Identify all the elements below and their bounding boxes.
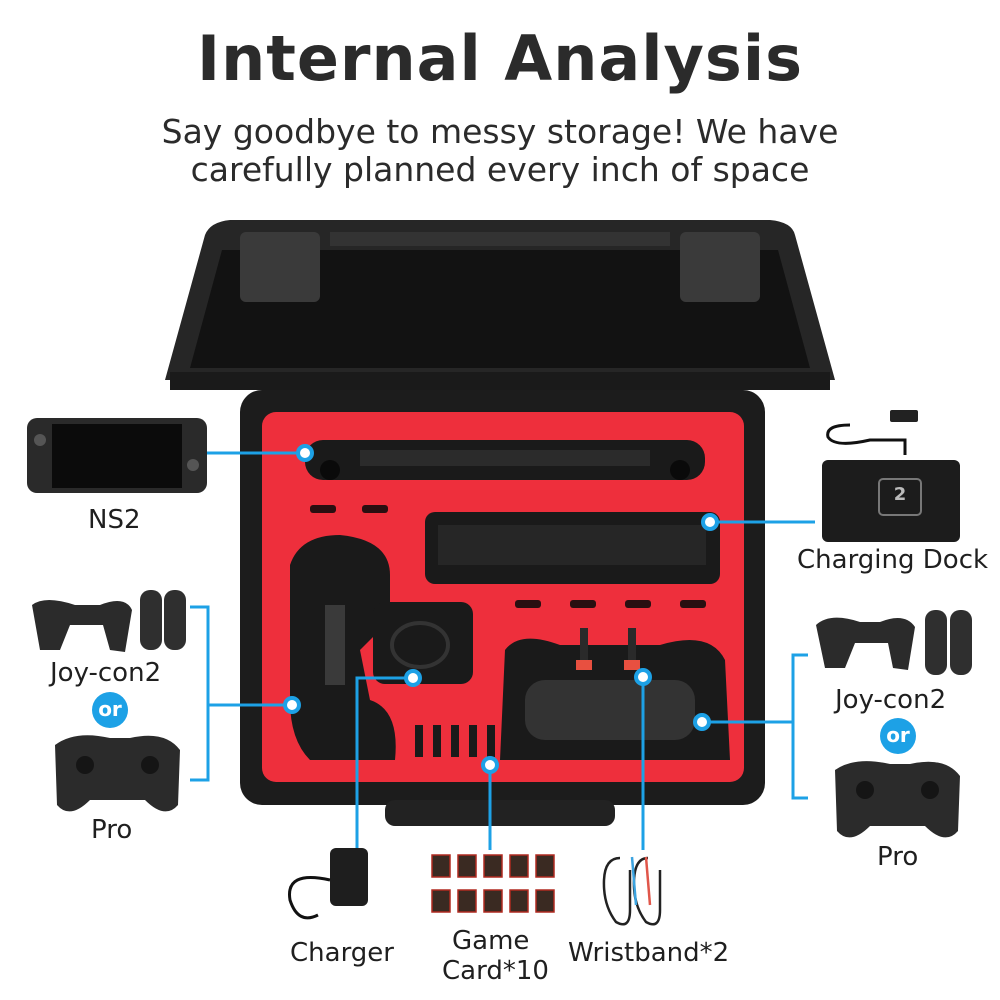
foam-console-slot: [305, 440, 705, 480]
or-badge-left: or: [92, 692, 128, 728]
foam-card-slots: [415, 725, 495, 757]
callout-dots: [283, 444, 719, 774]
label-joycon-right: Joy-con2: [835, 685, 947, 715]
subtitle-line-2: carefully planned every inch of space: [190, 150, 810, 189]
foam-grip-slot: [290, 535, 396, 760]
wristband-image: [602, 856, 662, 926]
joycon-right-image: [816, 610, 972, 675]
label-ns2: NS2: [88, 505, 141, 535]
label-wristband: Wristband*2: [568, 938, 730, 968]
subtitle-line-1: Say goodbye to messy storage! We have: [161, 112, 839, 151]
callout-lines: [175, 451, 815, 850]
label-charging-dock: Charging Dock: [797, 545, 989, 575]
foam-slots: [310, 505, 706, 608]
foam-controller-slot: [500, 628, 730, 760]
ns2-console-image: [27, 418, 207, 493]
label-charger: Charger: [290, 938, 394, 968]
dock-logo: 2: [878, 478, 922, 516]
or-badge-right: or: [880, 718, 916, 754]
page-title: Internal Analysis: [197, 22, 803, 95]
label-joycon-left: Joy-con2: [50, 658, 162, 688]
charger-image: [288, 848, 368, 920]
pro-controller-left-image: [55, 735, 180, 812]
label-pro-right: Pro: [877, 842, 919, 872]
pro-controller-right-image: [835, 761, 960, 838]
foam-charger-slot: [373, 602, 473, 684]
label-game-card-2: Card*10: [442, 956, 549, 986]
case-lid: [165, 220, 835, 390]
charging-dock-image: [822, 410, 960, 542]
game-cards-image: [431, 854, 555, 913]
label-pro-left: Pro: [91, 815, 133, 845]
joycon-left-image: [32, 590, 186, 652]
foam-dock-slot: [425, 512, 720, 584]
label-game-card-1: Game: [452, 926, 530, 956]
